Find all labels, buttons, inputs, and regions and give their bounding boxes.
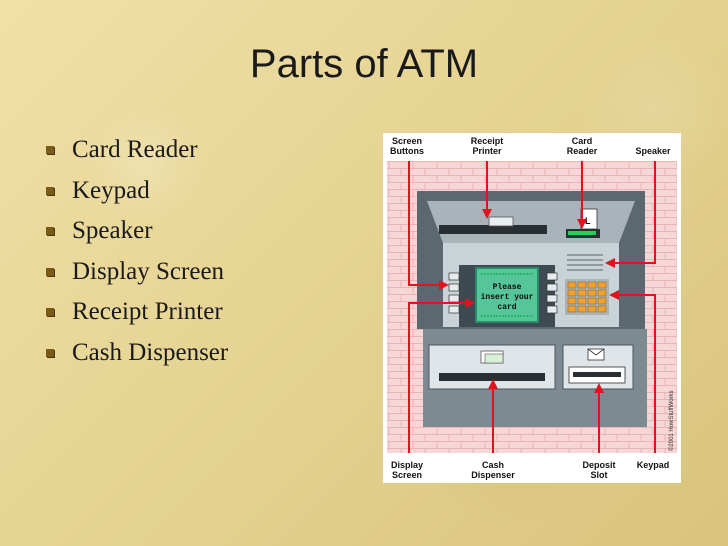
bullet-square-icon <box>46 267 54 276</box>
bullet-square-icon <box>46 348 54 357</box>
display-screen: Please insert your card <box>459 265 555 327</box>
bullet-text: Cash Dispenser <box>72 338 229 366</box>
bullet-item: Keypad <box>44 176 228 217</box>
bullet-item: Card Reader <box>44 135 228 176</box>
bullet-square-icon <box>46 146 54 154</box>
label-cash-dispenser-line2: Dispenser <box>471 470 515 480</box>
label-speaker: Speaker <box>635 146 671 156</box>
screen-text-line: insert your <box>481 293 534 302</box>
svg-text:L: L <box>585 216 591 226</box>
atm-diagram-svg: L Please insert your card <box>387 136 677 480</box>
keypad <box>565 279 609 315</box>
receipt-printer-slot <box>439 216 547 234</box>
copyright-text: ©2001 HowStuffWorks <box>668 390 675 451</box>
slide-title: Parts of ATM <box>249 42 479 86</box>
label-cash-dispenser: Cash <box>482 460 504 470</box>
label-card-reader-line2: Reader <box>567 146 598 156</box>
bullet-text: Speaker <box>72 217 153 244</box>
bullet-item: Display Screen <box>44 257 228 298</box>
bullet-text: Display Screen <box>72 257 225 285</box>
deposit-slot <box>562 344 634 390</box>
label-display-screen: Display <box>391 460 423 470</box>
top-labels: Screen Buttons Receipt Printer Card Read… <box>390 136 671 156</box>
label-deposit-slot: Deposit <box>582 460 615 470</box>
bullet-text: Receipt Printer <box>72 298 223 325</box>
bullet-square-icon <box>46 227 54 235</box>
label-deposit-slot-line2: Slot <box>591 470 608 480</box>
bullet-text: Keypad <box>72 176 150 204</box>
screen-text-line: Please <box>493 283 522 292</box>
bullet-square-icon <box>46 186 54 195</box>
bullet-item: Receipt Printer <box>44 297 228 338</box>
label-card-reader: Card <box>572 136 593 146</box>
screen-text-line: card <box>497 303 516 312</box>
bullet-square-icon <box>46 308 54 316</box>
label-receipt-printer-line2: Printer <box>472 146 502 156</box>
bullet-list: Card Reader Keypad Speaker Display Scree… <box>44 135 228 378</box>
label-keypad: Keypad <box>637 460 670 470</box>
callout-arrows <box>408 161 656 453</box>
screen-buttons <box>448 272 558 314</box>
bullet-text: Card Reader <box>72 136 198 163</box>
bottom-labels: Display Screen Cash Dispenser Deposit Sl… <box>391 460 669 480</box>
atm-diagram: L Please insert your card <box>383 133 681 483</box>
label-screen-buttons-line2: Buttons <box>390 146 424 156</box>
bullet-item: Cash Dispenser <box>44 338 228 379</box>
label-screen-buttons: Screen <box>392 136 422 146</box>
bullet-item: Speaker <box>44 216 228 257</box>
label-receipt-printer: Receipt <box>471 136 504 146</box>
label-display-screen-line2: Screen <box>392 470 422 480</box>
speaker-grille <box>567 254 603 271</box>
